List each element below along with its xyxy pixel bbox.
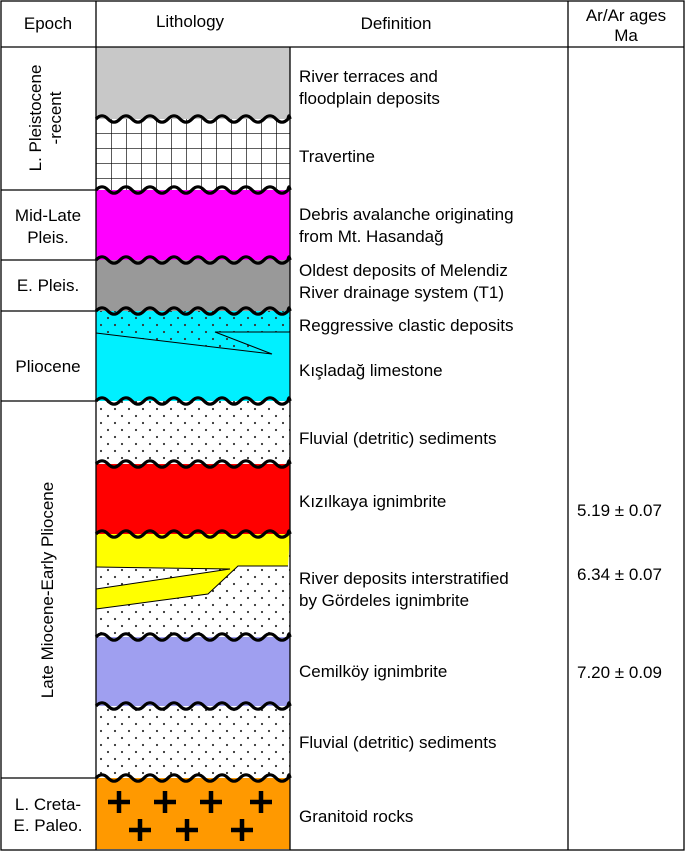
gordeles-wedge-outline xyxy=(95,565,288,610)
unconformities xyxy=(94,114,292,783)
def-fluvial-lower: Fluvial (detritic) sediments xyxy=(299,733,496,752)
litho-melendiz xyxy=(96,260,290,311)
epoch-mid-late-line2: Pleis. xyxy=(27,228,69,247)
litho-kizilkaya xyxy=(96,464,290,534)
litho-granitoid xyxy=(96,778,290,849)
litho-travertine xyxy=(96,119,290,190)
kisladag-wedge-outline xyxy=(95,331,290,355)
granitoid-crosses xyxy=(108,791,272,841)
def-travertine: Travertine xyxy=(299,147,375,166)
header-definition: Definition xyxy=(361,14,432,33)
litho-cemilkoy xyxy=(96,637,290,706)
def-cemilkoy: Cemilköy ignimbrite xyxy=(299,662,447,681)
epoch-late-miocene: Late Miocene-Early Pliocene xyxy=(38,482,57,698)
litho-fluvial-lower-dots xyxy=(96,706,290,778)
header-ages-line2: Ma xyxy=(614,26,638,45)
def-kizilkaya: Kızılkaya ignimbrite xyxy=(299,492,446,511)
litho-fluvial-upper-dots xyxy=(96,401,290,464)
epoch-mid-late-line1: Mid-Late xyxy=(15,206,81,225)
def-river-terraces-line2: floodplain deposits xyxy=(299,89,440,108)
age-cemilkoy: 7.20 ± 0.09 xyxy=(577,663,662,682)
epoch-l-pleistocene-line1: L. Pleistocene xyxy=(26,65,45,172)
epoch-l-pleistocene-line2: -recent xyxy=(46,91,65,144)
def-debris-line1: Debris avalanche originating xyxy=(299,205,514,224)
litho-reggressive-dots xyxy=(96,311,290,354)
age-gordeles: 6.34 ± 0.07 xyxy=(577,565,662,584)
def-fluvial-upper: Fluvial (detritic) sediments xyxy=(299,429,496,448)
epoch-e-pleis: E. Pleis. xyxy=(17,276,79,295)
epoch-l-pleistocene: L. Pleistocene -recent xyxy=(26,65,65,172)
age-kizilkaya: 5.19 ± 0.07 xyxy=(577,501,662,520)
def-melendiz-line1: Oldest deposits of Melendiz xyxy=(299,261,508,280)
def-gordeles-line2: by Gördeles ignimbrite xyxy=(299,591,469,610)
def-gordeles-line1: River deposits interstratified xyxy=(299,569,509,588)
epoch-creta-line2: E. Paleo. xyxy=(14,816,83,835)
def-melendiz-line2: River drainage system (T1) xyxy=(299,283,504,302)
def-reggressive: Reggressive clastic deposits xyxy=(299,316,513,335)
def-granitoid: Granitoid rocks xyxy=(299,807,413,826)
epoch-creta-line1: L. Creta- xyxy=(15,795,81,814)
litho-debris-avalanche xyxy=(96,190,290,260)
header-ages-line1: Ar/Ar ages xyxy=(586,6,666,25)
header-epoch: Epoch xyxy=(24,14,72,33)
epoch-pliocene: Pliocene xyxy=(15,357,80,376)
litho-gordeles-ignimbrite xyxy=(96,534,290,609)
litho-river-terraces xyxy=(96,47,290,119)
def-debris-line2: from Mt. Hasandağ xyxy=(299,227,444,246)
def-river-terraces-line1: River terraces and xyxy=(299,67,438,86)
def-kisladag: Kışladağ limestone xyxy=(299,361,443,380)
header-lithology: Lithology xyxy=(156,12,225,31)
